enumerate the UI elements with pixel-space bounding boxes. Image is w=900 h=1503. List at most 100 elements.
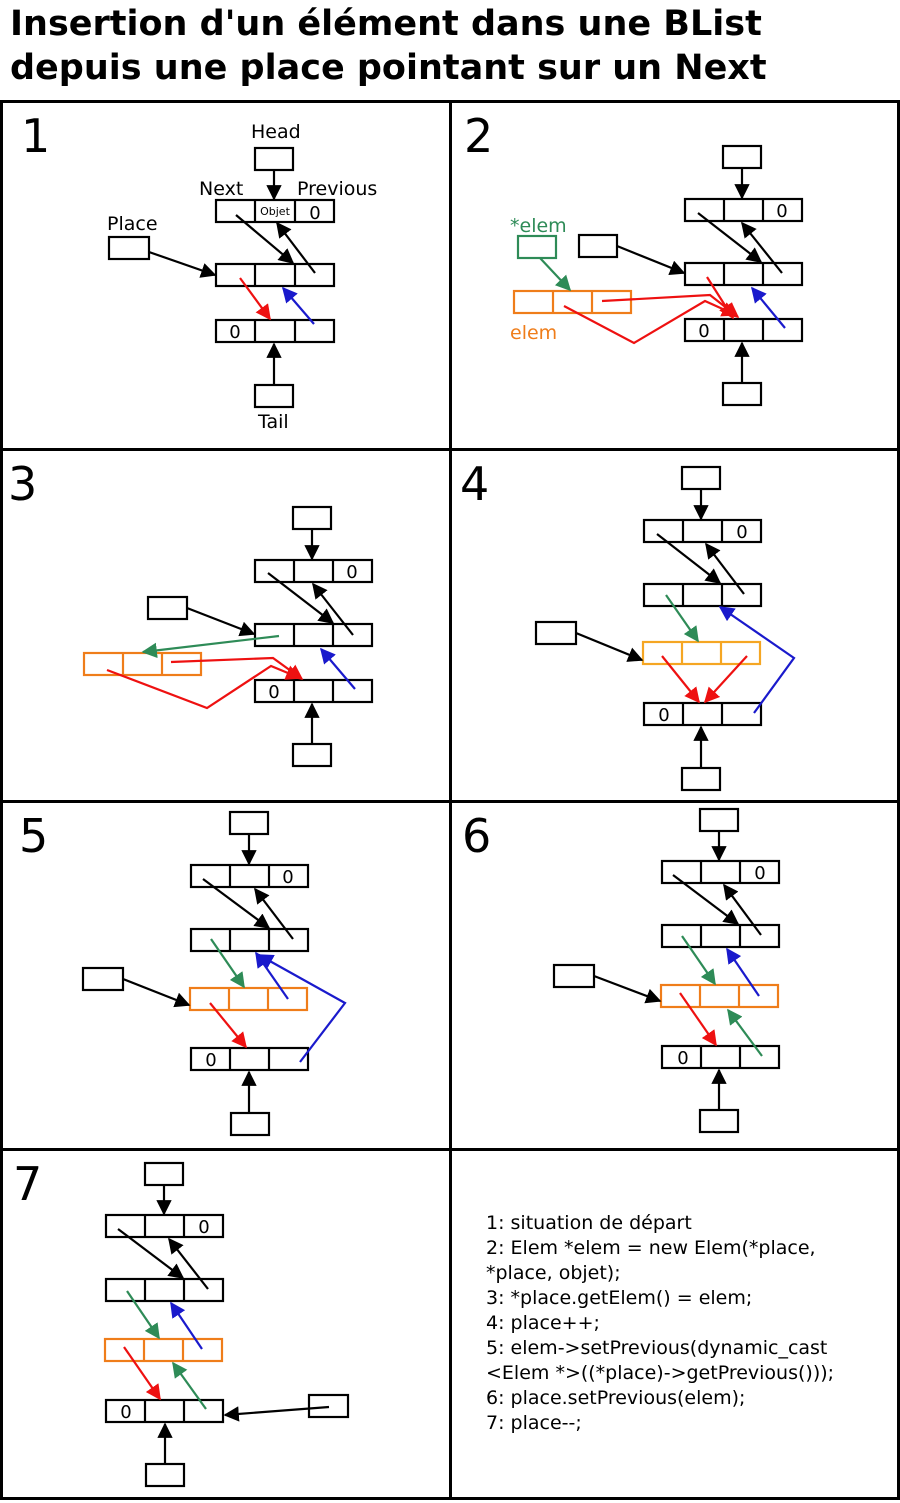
new-elem-next-link bbox=[123, 1346, 161, 1401]
null-cell: 0 bbox=[658, 705, 669, 726]
tail-pointer-box bbox=[721, 381, 763, 407]
next-link-green bbox=[141, 634, 280, 659]
next-link-green bbox=[126, 1290, 160, 1340]
panel-step-3: 3 0 0 bbox=[0, 448, 452, 803]
place-link bbox=[122, 977, 191, 1008]
null-cell: 0 bbox=[120, 1402, 131, 1423]
new-elem-previous-link bbox=[255, 951, 289, 1000]
place-pointer-box bbox=[577, 233, 619, 259]
linked-list-diagram: 0 0 bbox=[512, 144, 804, 407]
previous-link bbox=[723, 883, 762, 936]
panel-legend: 1: situation de départ 2: Elem *elem = n… bbox=[449, 1148, 900, 1500]
panel-step-5: 5 0 0 bbox=[0, 800, 452, 1151]
node-new-elem bbox=[82, 651, 203, 677]
head-label: Head bbox=[251, 121, 301, 143]
step-number: 7 bbox=[13, 1157, 43, 1211]
next-link-green bbox=[665, 594, 699, 643]
place-label: Place bbox=[107, 213, 158, 235]
node-new-elem bbox=[512, 289, 633, 315]
null-cell: 0 bbox=[346, 562, 357, 583]
node-middle bbox=[189, 927, 310, 953]
node-middle bbox=[660, 923, 781, 949]
node-new-elem bbox=[188, 986, 309, 1012]
next-link bbox=[267, 572, 335, 624]
place-pointer-box bbox=[146, 595, 189, 621]
next-link-green bbox=[210, 938, 245, 989]
place-pointer-box bbox=[107, 235, 151, 261]
null-cell: 0 bbox=[736, 522, 747, 543]
legend-line: 6: place.setPrevious(elem); bbox=[486, 1387, 746, 1409]
title-line-1: Insertion d'un élément dans une BList bbox=[10, 4, 762, 44]
null-cell: 0 bbox=[229, 322, 240, 343]
new-elem-previous-link bbox=[106, 664, 302, 710]
place-link bbox=[186, 606, 256, 637]
node-middle bbox=[104, 1277, 225, 1303]
previous-link-blue bbox=[718, 606, 796, 714]
previous-link bbox=[741, 221, 783, 274]
legend-line: 3: *place.getElem() = elem; bbox=[486, 1287, 753, 1309]
head-pointer-box bbox=[291, 505, 333, 531]
step-number: 5 bbox=[19, 809, 49, 863]
node-middle bbox=[683, 261, 804, 287]
step-number: 4 bbox=[460, 457, 490, 511]
tail-label: Tail bbox=[258, 411, 289, 433]
node-middle bbox=[214, 262, 336, 288]
step-number: 6 bbox=[462, 809, 492, 863]
place-link bbox=[223, 1405, 330, 1422]
legend-line: 5: elem->setPrevious(dynamic_cast bbox=[486, 1337, 828, 1359]
step-number: 2 bbox=[464, 109, 494, 163]
tail-pointer-box bbox=[144, 1462, 186, 1488]
previous-label: Previous bbox=[297, 178, 378, 200]
head-pointer-box bbox=[721, 144, 763, 170]
place-pointer-box bbox=[307, 1393, 350, 1419]
head-pointer-box bbox=[228, 810, 270, 836]
legend-line: *place, objet); bbox=[486, 1262, 621, 1284]
previous-link-green bbox=[727, 1008, 763, 1057]
null-cell: 0 bbox=[282, 867, 293, 888]
place-link bbox=[593, 974, 662, 1004]
new-elem-previous-link bbox=[563, 299, 738, 345]
linked-list-diagram: 0 0 bbox=[103, 1161, 350, 1488]
next-link-red bbox=[239, 277, 271, 321]
elem-pointer-label: *elem bbox=[510, 215, 567, 237]
place-link bbox=[616, 244, 686, 275]
place-pointer-box bbox=[552, 963, 596, 989]
step-number: 3 bbox=[8, 457, 38, 511]
node-middle bbox=[253, 622, 374, 648]
previous-link bbox=[168, 1237, 209, 1290]
previous-link-blue bbox=[320, 647, 356, 690]
previous-link-blue bbox=[281, 286, 315, 325]
null-cell: 0 bbox=[198, 1217, 209, 1238]
node-tail bbox=[104, 1398, 225, 1424]
place-link bbox=[575, 631, 644, 662]
linked-list-diagram: 0 0 bbox=[82, 505, 374, 768]
next-link bbox=[672, 874, 740, 925]
next-link bbox=[235, 214, 295, 264]
next-link bbox=[697, 212, 763, 263]
node-tail bbox=[660, 1044, 781, 1070]
next-link bbox=[202, 878, 271, 929]
previous-link bbox=[312, 582, 354, 636]
tail-pointer-box bbox=[291, 742, 333, 768]
head-pointer-box bbox=[253, 146, 295, 172]
panel-step-6: 6 0 0 bbox=[449, 800, 900, 1151]
next-label: Next bbox=[199, 178, 244, 200]
place-pointer-box bbox=[81, 966, 125, 992]
panel-step-1: 1 Head Next Previous Place Tail Objet 0 … bbox=[0, 100, 452, 451]
linked-list-diagram: Objet 0 0 bbox=[107, 146, 336, 409]
next-link bbox=[117, 1228, 185, 1279]
node-tail bbox=[189, 1046, 310, 1072]
node-tail bbox=[214, 318, 336, 344]
null-cell: 0 bbox=[754, 863, 765, 884]
previous-link bbox=[276, 221, 316, 274]
new-elem-previous-link bbox=[726, 947, 760, 997]
new-elem-next-link bbox=[679, 992, 717, 1047]
tail-pointer-box bbox=[253, 383, 295, 409]
null-cell: 0 bbox=[677, 1048, 688, 1069]
node-new-elem bbox=[659, 983, 780, 1009]
step-number: 1 bbox=[21, 109, 51, 163]
null-cell: 0 bbox=[698, 321, 709, 342]
panel-step-7: 7 0 0 bbox=[0, 1148, 452, 1500]
legend-line: 4: place++; bbox=[486, 1312, 600, 1334]
legend-line: 7: place--; bbox=[486, 1412, 582, 1434]
